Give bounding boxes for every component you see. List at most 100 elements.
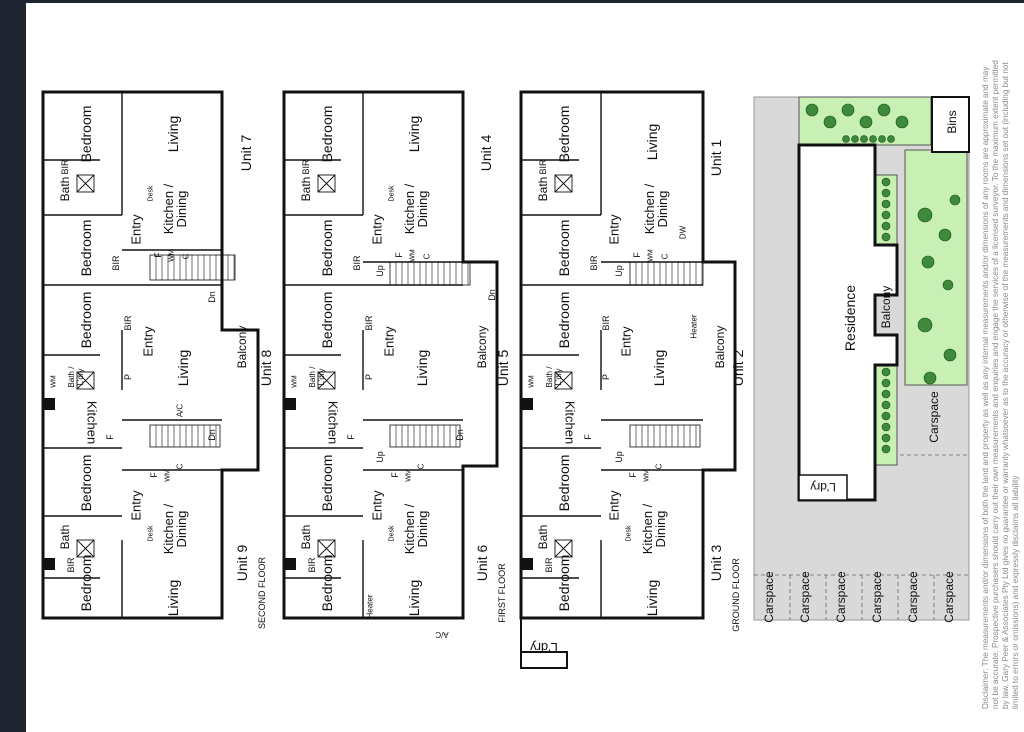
shrub-icon [881,444,891,454]
shrub-icon [881,378,891,388]
shrub-icon [881,389,891,399]
room-label-bir: BIR [589,255,599,271]
label-p: P [364,374,374,381]
room-label-kitchen-dining: Kitchen / Dining [402,183,430,235]
room-label-living: Living [644,579,660,617]
room-label-living: Living [165,115,181,153]
shrub-icon [851,135,859,143]
floor-label-second: SECOND FLOOR [257,557,267,630]
room-label-balcony: Balcony [235,325,249,369]
site-label-ldry: L'dry [810,480,836,494]
label-wm: WM [647,249,655,262]
shrub-icon [877,103,891,117]
label-f: F [105,434,115,440]
room-label-bath-ldry: Bath / L'dry [545,366,563,388]
label-c: C [175,463,185,470]
label-dn: Dn [207,291,217,303]
room-label-bir: BIR [364,315,374,331]
unit-label-8: Unit 8 [258,349,274,387]
room-label-bir: BIR [111,255,121,271]
label-desk: Desk [388,185,396,202]
site-label-balcony: Balcony [879,285,893,329]
room-label-bedroom: Bedroom [556,554,572,612]
room-label-bir: BIR [66,557,76,573]
ground-laundry-annex [520,618,568,669]
label-wm: WM [50,375,58,388]
shrub-icon [878,135,886,143]
ground-floor-outline [519,90,737,620]
unit-label-2: Unit 2 [730,349,746,387]
label-dn: Dn [455,429,465,441]
room-label-bath-ldry: Bath / L'dry [308,366,326,388]
shrub-icon [841,103,855,117]
label-wm: WM [643,469,651,482]
room-label-entry: Entry [606,214,622,245]
label-wm: WM [164,469,172,482]
room-label-balcony: Balcony [475,325,489,369]
shrub-icon [942,279,954,291]
room-label-bir: BIR [352,255,362,271]
garden-strip [904,149,968,386]
room-label-kitchen: Kitchen [325,400,341,445]
shrub-icon [805,103,819,117]
room-label-kitchen-dining: Kitchen / Dining [161,503,189,555]
unit-label-4: Unit 4 [478,134,494,172]
label-p: P [601,374,611,381]
room-label-entry: Entry [606,490,622,521]
shrub-icon [823,115,837,129]
bath-fixtures [76,174,573,558]
room-label-entry: Entry [128,214,144,245]
shrub-icon [881,221,891,231]
room-label-bedroom: Bedroom [78,219,94,277]
label-c: C [422,253,432,260]
room-label-kitchen-dining: Kitchen / Dining [640,503,668,555]
site-label-carspace: Carspace [834,571,848,623]
label-wm: WM [168,249,176,262]
shrub-icon [842,135,850,143]
room-label-bath: Bath [536,524,550,550]
site-label-carspace: Carspace [762,571,776,623]
label-desk: Desk [147,185,155,202]
label-f: F [390,472,400,478]
second-floor-outline [41,90,260,620]
label-heater: Heater [689,314,699,339]
site-label-carspace: Carspace [927,391,941,443]
room-label-bedroom: Bedroom [319,105,335,163]
room-label-bir: BIR [307,557,317,573]
bins-box [931,96,970,153]
carspace-lines [754,454,969,620]
shrub-icon [917,317,933,333]
unit-label-5: Unit 5 [495,349,511,387]
unit-label-6: Unit 6 [474,544,490,582]
label-f: F [583,434,593,440]
top-frame-bar [0,0,1024,3]
site-label-carspace: Carspace [942,571,956,623]
shrub-icon [881,232,891,242]
floor-label-first: FIRST FLOOR [497,563,507,623]
site-label-carspace: Carspace [870,571,884,623]
label-desk: Desk [388,525,396,542]
room-label-bedroom: Bedroom [319,454,335,512]
room-label-kitchen: Kitchen [84,400,100,445]
disclaimer-text: Disclaimer: The measurements and/or dime… [981,60,1020,709]
room-label-bedroom: Bedroom [556,454,572,512]
room-label-bedroom: Bedroom [556,291,572,349]
label-heater: Heater [365,594,375,619]
solid-blocks [43,398,533,570]
shrub-icon [881,199,891,209]
label-f: F [153,252,163,258]
unit-label-1: Unit 1 [708,139,724,177]
shrub-icon [881,210,891,220]
shrub-icon [881,188,891,198]
shrub-icon [923,371,937,385]
room-label-bir: BIR [123,315,133,331]
stairs [149,254,704,448]
label-up: Up [375,265,385,277]
room-label-bir: BIR [60,159,70,175]
room-label-living: Living [406,579,422,617]
unit-label-9: Unit 9 [234,544,250,582]
room-label-living: Living [175,349,191,387]
label-c: C [181,253,191,260]
room-label-entry: Entry [618,326,634,357]
